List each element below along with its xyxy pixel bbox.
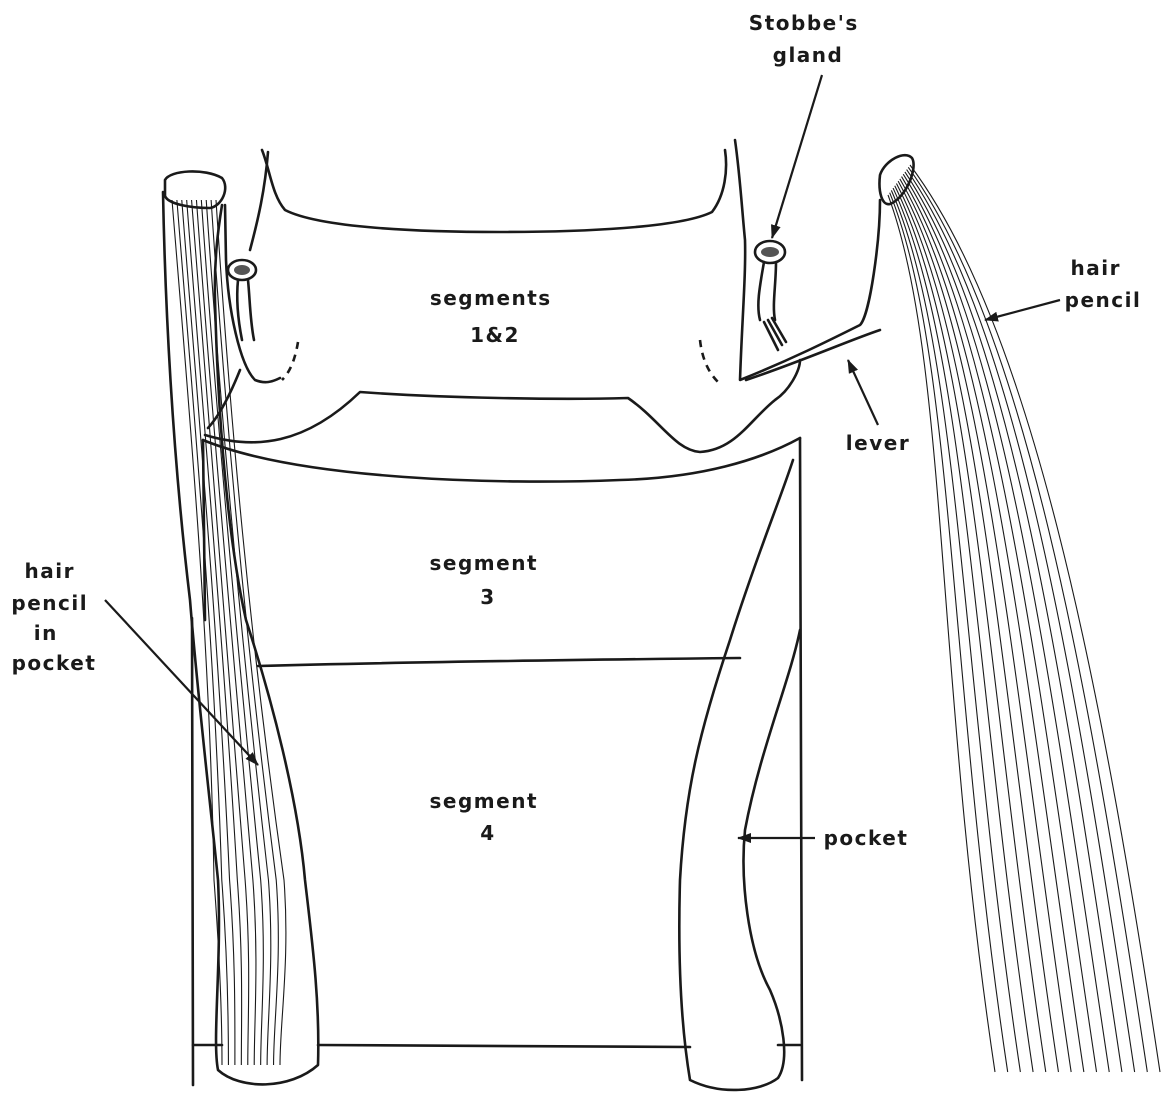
hair-strand [187, 200, 242, 1065]
hair-strand [893, 188, 1033, 1072]
label-segment-4: segment 4 [430, 789, 547, 845]
stobbes-gland-left [228, 260, 256, 340]
hair-pencil-in-pocket [163, 171, 318, 1084]
label-lever: lever [846, 431, 910, 455]
arrow-hair-pencil-in-pocket [105, 600, 258, 765]
arrow-lever [848, 360, 878, 425]
hair-strand [206, 200, 271, 1065]
label-hair-pencil-right: hair pencil [1065, 256, 1142, 312]
hair-strand [211, 200, 278, 1065]
stobbes-gland-right [755, 241, 786, 350]
label-hair-pencil-in-pocket: hair pencil in pocket [11, 559, 96, 675]
segment-3-outline [203, 438, 802, 1080]
hair-strand [182, 200, 235, 1065]
pointer-arrows [105, 75, 1060, 838]
label-segment-3: segment 3 [430, 551, 547, 609]
arrow-hair-pencil-right [985, 300, 1060, 320]
segment-4-outline [192, 618, 800, 1085]
hair-strand [898, 181, 1071, 1072]
pocket-outline [679, 460, 800, 1090]
label-segments-1-2: segments 1&2 [430, 286, 560, 347]
hair-strands-left [172, 200, 286, 1065]
arrow-stobbes-gland [772, 75, 822, 238]
hair-strand [196, 200, 256, 1065]
label-pocket: pocket [824, 826, 909, 850]
label-stobbes-gland: Stobbe's gland [749, 11, 867, 67]
hair-strand [891, 190, 1020, 1072]
